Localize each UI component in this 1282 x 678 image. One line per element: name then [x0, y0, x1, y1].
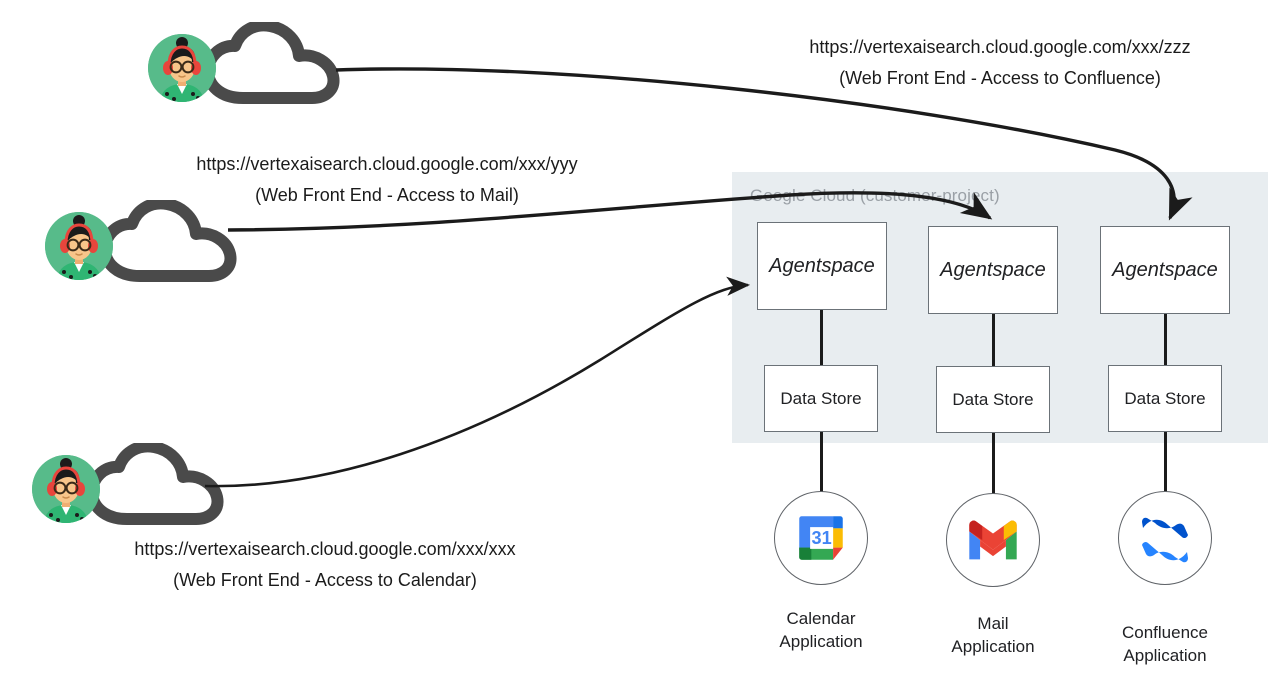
app-circle-calendar[interactable]: 31	[774, 491, 868, 585]
url-label-calendar: https://vertexaisearch.cloud.google.com/…	[125, 534, 525, 596]
agentspace-label: Agentspace	[940, 258, 1046, 281]
avatar	[148, 34, 216, 102]
avatar	[45, 212, 113, 280]
url-caption: (Web Front End - Access to Mail)	[255, 185, 519, 205]
confluence-icon	[1142, 517, 1188, 563]
google-calendar-icon: 31	[799, 516, 843, 560]
url-label-mail: https://vertexaisearch.cloud.google.com/…	[187, 149, 587, 211]
url-caption: (Web Front End - Access to Confluence)	[839, 68, 1161, 88]
url-text: https://vertexaisearch.cloud.google.com/…	[134, 539, 516, 559]
connector-datastore-app-1	[820, 432, 823, 498]
app-name-line1: Calendar	[786, 609, 856, 628]
google-cloud-container-label: Google Cloud (customer-project)	[750, 186, 1000, 205]
datastore-box-confluence[interactable]: Data Store	[1108, 365, 1222, 432]
app-name-line2: Application	[1123, 646, 1207, 665]
datastore-label: Data Store	[952, 389, 1034, 409]
datastore-box-calendar[interactable]: Data Store	[764, 365, 878, 432]
cloud-icon	[202, 22, 340, 104]
agentspace-label: Agentspace	[769, 254, 875, 277]
agentspace-box-confluence[interactable]: Agentspace	[1100, 226, 1230, 314]
app-circle-mail[interactable]	[946, 493, 1040, 587]
url-caption: (Web Front End - Access to Calendar)	[173, 570, 477, 590]
agentspace-box-calendar[interactable]: Agentspace	[757, 222, 887, 310]
app-name-line1: Confluence	[1121, 623, 1208, 642]
app-circle-confluence[interactable]	[1118, 491, 1212, 585]
app-label-mail: Mail Application	[903, 612, 1083, 658]
connector-agentspace-datastore-3	[1164, 313, 1167, 366]
connector-agentspace-datastore-2	[992, 313, 995, 366]
avatar	[32, 455, 100, 523]
app-name-line2: Application	[951, 637, 1035, 656]
url-text: https://vertexaisearch.cloud.google.com/…	[196, 154, 578, 174]
svg-text:31: 31	[812, 528, 832, 548]
app-label-calendar: Calendar Application	[731, 607, 911, 653]
datastore-box-mail[interactable]: Data Store	[936, 366, 1050, 433]
app-name-line1: Mail	[977, 614, 1009, 633]
agentspace-label: Agentspace	[1112, 258, 1218, 281]
arrow-client-calendar	[204, 276, 751, 488]
cloud-icon	[99, 200, 237, 282]
connector-agentspace-datastore-1	[820, 310, 823, 366]
app-name-line2: Application	[779, 632, 863, 651]
cloud-icon	[86, 443, 224, 525]
connector-datastore-app-2	[992, 432, 995, 498]
datastore-label: Data Store	[1124, 388, 1206, 408]
client-confluence[interactable]	[148, 22, 348, 114]
client-mail[interactable]	[45, 200, 245, 292]
connector-datastore-app-3	[1164, 432, 1167, 498]
app-label-confluence: Confluence Application	[1075, 621, 1255, 667]
client-calendar[interactable]	[32, 443, 232, 535]
agentspace-box-mail[interactable]: Agentspace	[928, 226, 1058, 314]
url-text: https://vertexaisearch.cloud.google.com/…	[809, 37, 1191, 57]
gmail-icon	[969, 520, 1017, 560]
url-label-confluence: https://vertexaisearch.cloud.google.com/…	[800, 32, 1200, 94]
datastore-label: Data Store	[780, 388, 862, 408]
